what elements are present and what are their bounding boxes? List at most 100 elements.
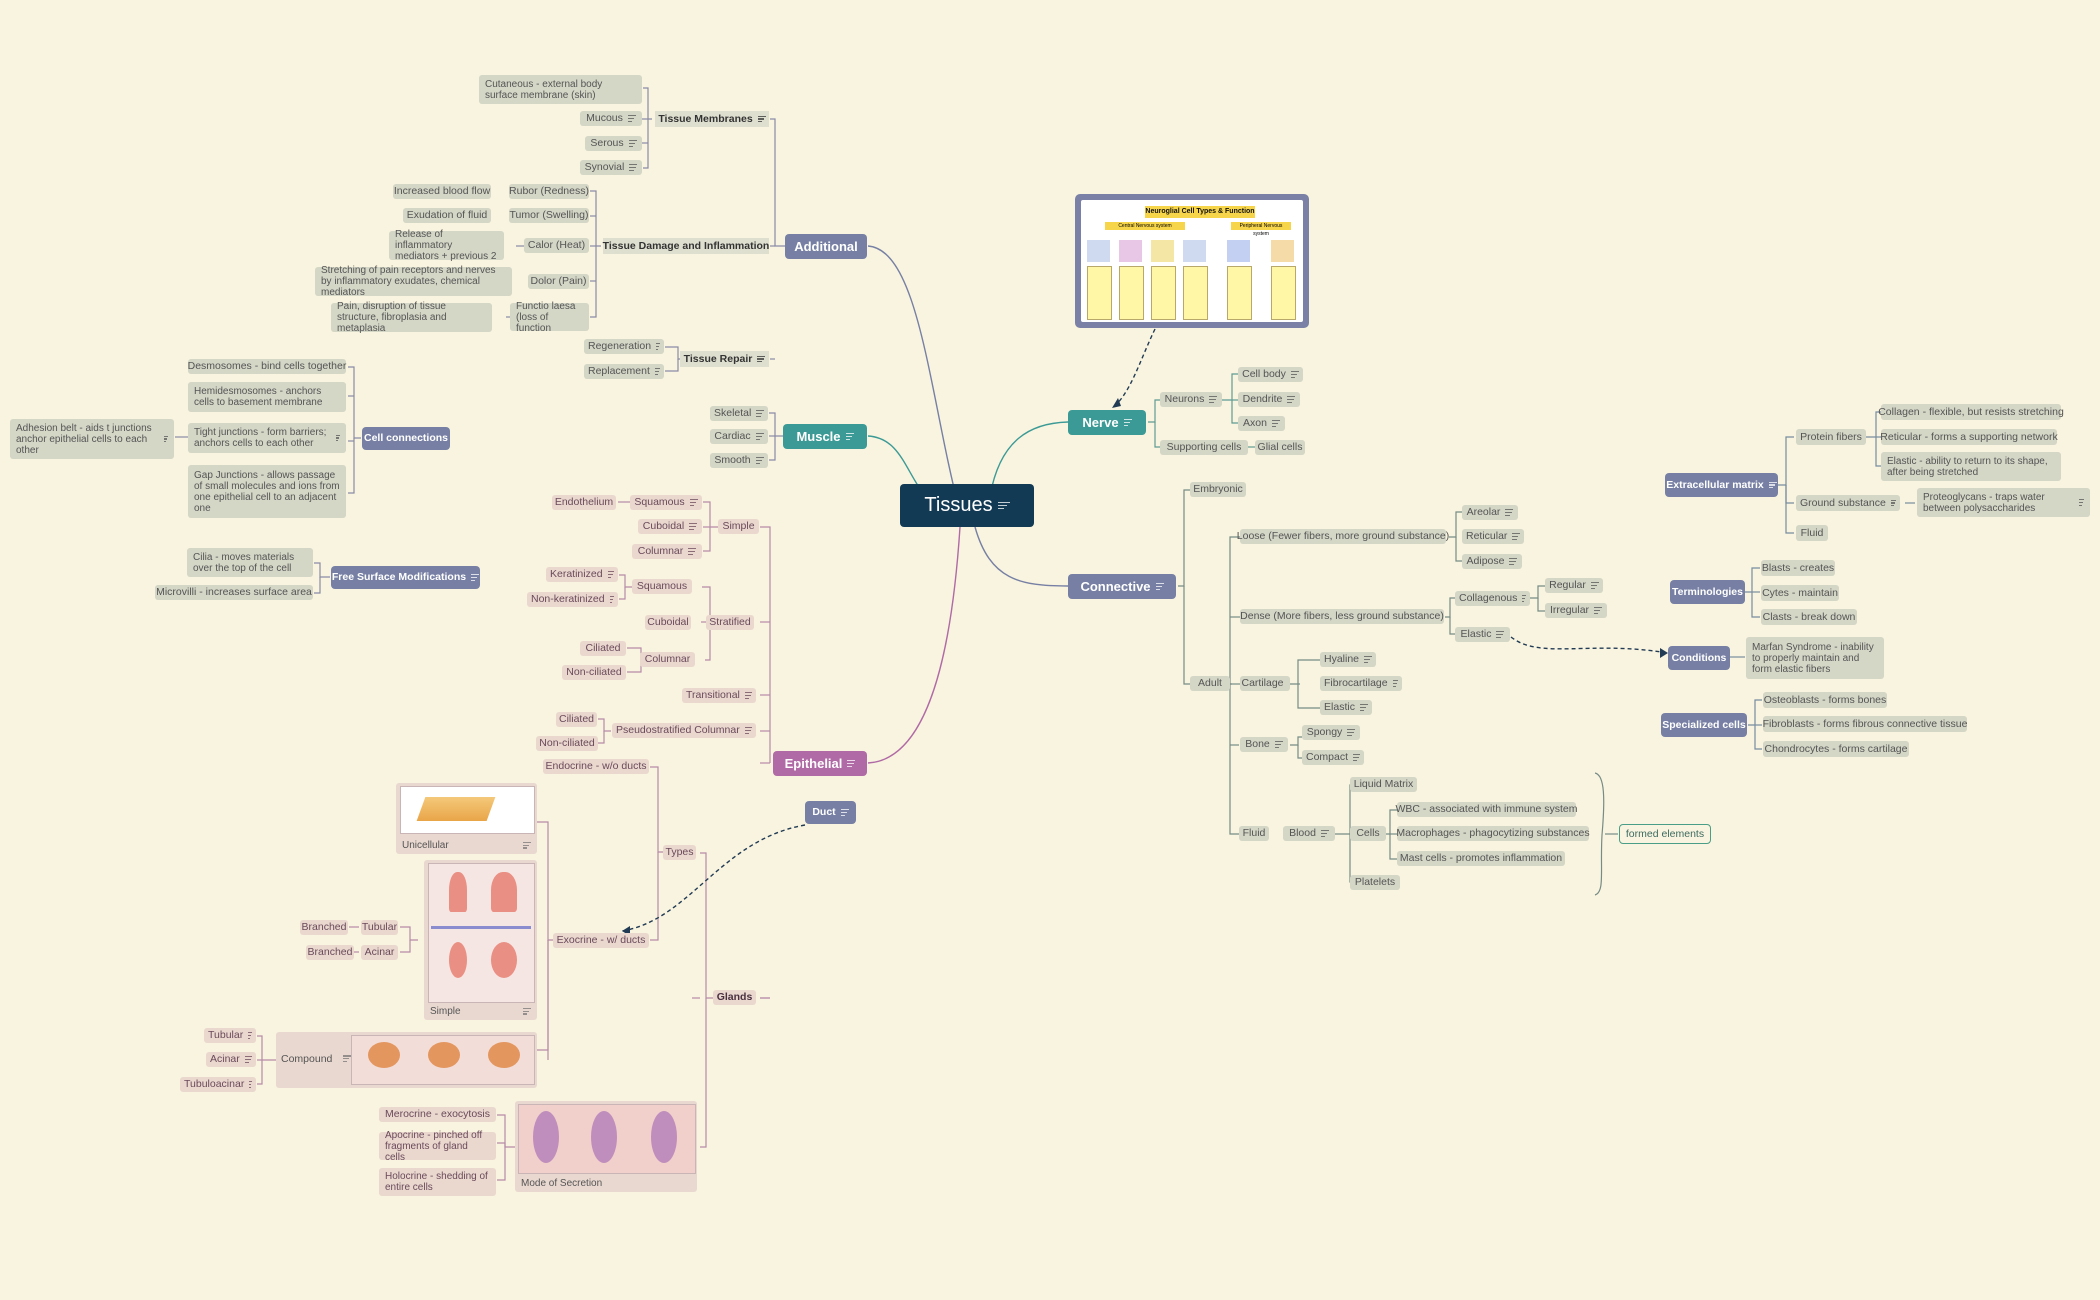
bone[interactable]: Bone bbox=[1240, 737, 1288, 752]
wbc[interactable]: WBC - associated with immune system bbox=[1395, 802, 1578, 817]
compound-card[interactable]: Compound bbox=[276, 1032, 537, 1088]
cilia[interactable]: Cilia - moves materials over the top of … bbox=[187, 548, 313, 577]
compact[interactable]: Compact bbox=[1302, 750, 1364, 765]
cell-body[interactable]: Cell body bbox=[1238, 367, 1303, 382]
adult[interactable]: Adult bbox=[1190, 676, 1230, 691]
neurons[interactable]: Neurons bbox=[1160, 392, 1222, 407]
endocrine[interactable]: Endocrine - w/o ducts bbox=[543, 759, 649, 774]
synovial[interactable]: Synovial bbox=[580, 160, 642, 175]
cartilage[interactable]: Cartilage bbox=[1240, 676, 1290, 691]
pain-disruption[interactable]: Pain, disruption of tissue structure, fi… bbox=[331, 301, 492, 334]
supporting-cells[interactable]: Supporting cells bbox=[1160, 440, 1248, 455]
increased-blood-flow[interactable]: Increased blood flow bbox=[393, 184, 491, 199]
glands[interactable]: Glands bbox=[713, 990, 756, 1005]
mast-cells[interactable]: Mast cells - promotes inflammation bbox=[1397, 851, 1565, 866]
tissue-membranes[interactable]: Tissue Membranes bbox=[655, 111, 769, 127]
holocrine[interactable]: Holocrine - shedding of entire cells bbox=[379, 1168, 496, 1196]
platelets[interactable]: Platelets bbox=[1350, 875, 1400, 890]
protein-fibers[interactable]: Protein fibers bbox=[1796, 429, 1866, 445]
exocrine[interactable]: Exocrine - w/ ducts bbox=[553, 933, 649, 948]
calor[interactable]: Calor (Heat) bbox=[524, 238, 589, 253]
irregular[interactable]: Irregular bbox=[1545, 603, 1607, 618]
osteoblasts[interactable]: Osteoblasts - forms bones bbox=[1763, 692, 1887, 708]
collagen[interactable]: Collagen - flexible, but resists stretch… bbox=[1878, 404, 2064, 420]
simple-tubular[interactable]: Tubular bbox=[361, 920, 398, 935]
fluid[interactable]: Fluid bbox=[1239, 826, 1269, 841]
non-keratinized[interactable]: Non-keratinized bbox=[527, 592, 618, 607]
chondrocytes[interactable]: Chondrocytes - forms cartilage bbox=[1763, 741, 1909, 757]
elastic-cartilage[interactable]: Elastic bbox=[1320, 700, 1372, 715]
rubor[interactable]: Rubor (Redness) bbox=[509, 184, 589, 199]
unicellular-card[interactable]: Unicellular bbox=[396, 783, 537, 854]
skeletal[interactable]: Skeletal bbox=[710, 406, 768, 421]
collagenous[interactable]: Collagenous bbox=[1455, 591, 1530, 606]
replacement[interactable]: Replacement bbox=[584, 364, 664, 379]
dense[interactable]: Dense (More fibers, less ground substanc… bbox=[1240, 609, 1444, 624]
pseudostratified-columnar[interactable]: Pseudostratified Columnar bbox=[612, 723, 756, 738]
hyaline[interactable]: Hyaline bbox=[1320, 652, 1376, 667]
merocrine[interactable]: Merocrine - exocytosis bbox=[379, 1107, 496, 1122]
topic-muscle[interactable]: Muscle bbox=[783, 424, 867, 449]
blasts[interactable]: Blasts - creates bbox=[1761, 560, 1835, 576]
marfan-syndrome[interactable]: Marfan Syndrome - inability to properly … bbox=[1746, 637, 1884, 679]
elastic-dense[interactable]: Elastic bbox=[1455, 627, 1510, 642]
areolar[interactable]: Areolar bbox=[1462, 505, 1518, 520]
topic-additional[interactable]: Additional bbox=[785, 234, 867, 259]
acinar-branched[interactable]: Branched bbox=[306, 945, 354, 960]
tissue-damage-inflammation[interactable]: Tissue Damage and Inflammation bbox=[603, 238, 769, 254]
ground-substance[interactable]: Ground substance bbox=[1796, 495, 1900, 511]
formed-elements[interactable]: formed elements bbox=[1619, 824, 1711, 844]
simple-gland-card[interactable]: Simple bbox=[424, 860, 537, 1020]
compound-tubular[interactable]: Tubular bbox=[204, 1028, 256, 1043]
serous[interactable]: Serous bbox=[585, 136, 642, 151]
mode-of-secretion-card[interactable]: Mode of Secretion bbox=[515, 1101, 697, 1192]
stratified-cuboidal[interactable]: Cuboidal bbox=[645, 615, 691, 630]
desmosomes[interactable]: Desmosomes - bind cells together bbox=[188, 359, 346, 374]
tissue-repair[interactable]: Tissue Repair bbox=[680, 351, 769, 367]
macrophages[interactable]: Macrophages - phagocytizing substances bbox=[1396, 826, 1590, 841]
reticular-fibers[interactable]: Reticular - forms a supporting network bbox=[1880, 429, 2058, 445]
fluid-matrix[interactable]: Fluid bbox=[1796, 525, 1828, 541]
reticular[interactable]: Reticular bbox=[1462, 529, 1524, 544]
cutaneous[interactable]: Cutaneous - external body surface membra… bbox=[479, 75, 642, 104]
dendrite[interactable]: Dendrite bbox=[1238, 392, 1300, 407]
embryonic[interactable]: Embryonic bbox=[1190, 482, 1246, 497]
topic-epithelial[interactable]: Epithelial bbox=[773, 751, 867, 776]
exudation-of-fluid[interactable]: Exudation of fluid bbox=[403, 208, 491, 223]
extracellular-matrix[interactable]: Extracellular matrix bbox=[1665, 473, 1778, 497]
neuroglial-cell-types-image[interactable]: Neuroglial Cell Types & Function Central… bbox=[1075, 194, 1309, 328]
free-surface-modifications[interactable]: Free Surface Modifications bbox=[331, 566, 480, 589]
simple-acinar[interactable]: Acinar bbox=[361, 945, 398, 960]
smooth[interactable]: Smooth bbox=[710, 453, 768, 468]
elastic-fibers[interactable]: Elastic - ability to return to its shape… bbox=[1881, 452, 2061, 481]
topic-connective[interactable]: Connective bbox=[1068, 574, 1176, 599]
pseudo-ciliated[interactable]: Ciliated bbox=[556, 712, 597, 727]
release-mediators[interactable]: Release of inflammatory mediators + prev… bbox=[389, 229, 504, 262]
cell-connections[interactable]: Cell connections bbox=[362, 427, 450, 450]
adipose[interactable]: Adipose bbox=[1462, 554, 1522, 569]
specialized-cells[interactable]: Specialized cells bbox=[1661, 713, 1747, 737]
tumor[interactable]: Tumor (Swelling) bbox=[509, 208, 589, 223]
simple-cuboidal[interactable]: Cuboidal bbox=[638, 519, 702, 534]
simple[interactable]: Simple bbox=[718, 519, 759, 534]
fibrocartilage[interactable]: Fibrocartilage bbox=[1320, 676, 1402, 691]
simple-squamous[interactable]: Squamous bbox=[630, 495, 702, 510]
stretching-pain-receptors[interactable]: Stretching of pain receptors and nerves … bbox=[315, 265, 512, 298]
stratified-columnar[interactable]: Columnar bbox=[640, 652, 695, 667]
microvilli[interactable]: Microvilli - increases surface area bbox=[155, 585, 313, 600]
types[interactable]: Types bbox=[663, 845, 696, 860]
proteoglycans[interactable]: Proteoglycans - traps water between poly… bbox=[1917, 488, 2090, 517]
gap-junctions[interactable]: Gap Junctions - allows passage of small … bbox=[188, 465, 346, 518]
compound-acinar[interactable]: Acinar bbox=[206, 1052, 256, 1067]
adhesion-belt[interactable]: Adhesion belt - aids t junctions anchor … bbox=[10, 419, 174, 459]
cytes[interactable]: Cytes - maintain bbox=[1761, 585, 1839, 601]
hemidesmosomes[interactable]: Hemidesmosomes - anchors cells to baseme… bbox=[188, 382, 346, 412]
stratified-squamous[interactable]: Squamous bbox=[632, 579, 692, 594]
stratified[interactable]: Stratified bbox=[706, 615, 754, 630]
glial-cells[interactable]: Glial cells bbox=[1255, 440, 1305, 455]
stratified-ciliated[interactable]: Ciliated bbox=[580, 641, 626, 656]
keratinized[interactable]: Keratinized bbox=[546, 567, 618, 582]
tubuloacinar[interactable]: Tubuloacinar bbox=[180, 1077, 256, 1092]
functio-laesa[interactable]: Functio laesa (loss of function bbox=[510, 301, 589, 334]
clasts[interactable]: Clasts - break down bbox=[1761, 609, 1857, 625]
